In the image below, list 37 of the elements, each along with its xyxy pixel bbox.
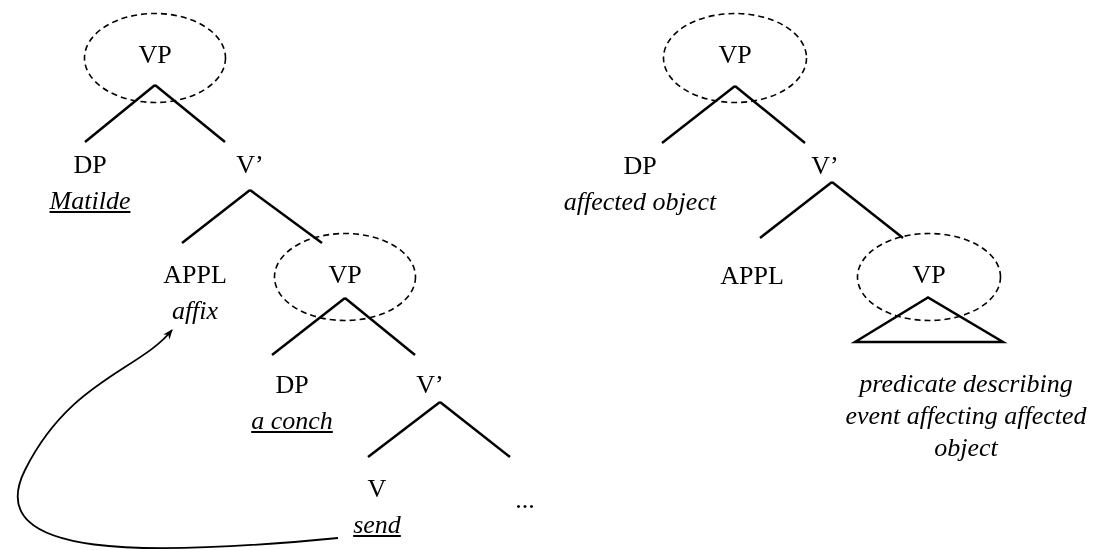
word-label: affix: [170, 295, 220, 327]
tree-branch: [367, 401, 441, 458]
tree-branch: [661, 85, 736, 144]
movement-arrow: [17, 329, 339, 550]
word-label: Matilde: [48, 185, 132, 217]
dashed-ellipse-node: [273, 232, 417, 322]
category-label: DP: [72, 149, 108, 181]
tree-branch: [831, 181, 904, 239]
category-label: V’: [415, 369, 445, 401]
tree-branch: [154, 84, 226, 143]
category-label: DP: [622, 150, 658, 182]
category-label: VP: [327, 259, 363, 291]
category-label: V’: [810, 150, 840, 182]
category-label: APPL: [162, 259, 228, 291]
word-label: a conch: [250, 405, 334, 437]
category-label: ...: [514, 484, 536, 516]
category-label: VP: [911, 259, 947, 291]
tree-branch: [181, 189, 251, 244]
category-label: VP: [717, 39, 753, 71]
dashed-ellipse-node: [662, 12, 808, 104]
word-label: predicate describing event affecting affected object: [844, 368, 1088, 464]
category-label: APPL: [719, 260, 785, 292]
dashed-ellipse-node: [856, 232, 1002, 322]
dashed-ellipse-node: [83, 12, 227, 104]
tree-branch: [271, 297, 346, 356]
word-label: send: [352, 509, 402, 541]
tree-branch: [84, 84, 156, 143]
category-label: DP: [274, 369, 310, 401]
tree-branch: [759, 181, 833, 239]
category-label: V’: [235, 149, 265, 181]
word-label: affected object: [562, 186, 718, 218]
tree-branch: [439, 401, 511, 458]
tree-branch: [734, 85, 806, 144]
tree-branch: [249, 189, 323, 244]
tree-branch: [344, 297, 416, 356]
category-label: V: [366, 473, 388, 505]
category-label: VP: [137, 39, 173, 71]
